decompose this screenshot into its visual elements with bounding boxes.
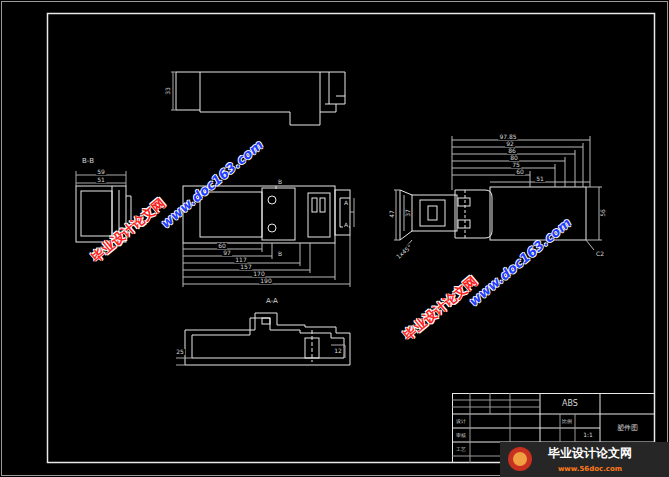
section-a-a <box>176 313 350 365</box>
material-text: ABS <box>561 400 579 408</box>
watermark: www.doc163.com <box>467 216 574 308</box>
section-mark: B <box>277 179 283 185</box>
title-cell: 比例 <box>561 419 573 424</box>
dimension-text: 51 <box>535 176 545 182</box>
dimension-text: 190 <box>259 278 272 284</box>
dimension-text: 60 <box>217 243 227 249</box>
title-cell: 设计 <box>455 419 467 424</box>
dimension-text: 12 <box>333 348 343 354</box>
dimension-text: 157 <box>239 264 252 270</box>
title-block <box>452 393 655 463</box>
section-mark: A <box>343 222 349 228</box>
dimension-text: 59 <box>96 169 106 175</box>
watermark: 毕业设计论文网 <box>89 196 167 264</box>
dimension-text: 97.85 <box>498 134 517 140</box>
dimension-text: 97 <box>222 250 232 256</box>
watermark: 毕业设计论文网 <box>401 274 479 342</box>
section-mark: B <box>277 251 283 257</box>
logo-text: www.56doc.com <box>558 466 622 473</box>
scale-value: 1:1 <box>582 432 594 438</box>
dimension-text: C2 <box>595 251 605 257</box>
logo-text: 毕业设计论文网 <box>548 447 632 459</box>
dimension-lines <box>394 136 602 250</box>
section-mark: A <box>343 200 349 206</box>
dimension-text: 33 <box>165 86 171 96</box>
drawing-frame <box>48 14 655 463</box>
section-label: B-B <box>81 158 95 165</box>
dimension-text: 51 <box>96 177 106 183</box>
dimension-text: 47 <box>389 209 395 219</box>
dimension-text: 117 <box>234 257 247 263</box>
logo-mark <box>513 452 527 466</box>
dimension-text: 56 <box>600 208 606 218</box>
dimension-lines <box>183 235 350 287</box>
dimension-text: 75 <box>511 162 521 168</box>
logo-panel <box>500 442 669 477</box>
dimension-text: 1x45° <box>394 243 413 260</box>
section-label: A-A <box>265 298 279 305</box>
title-cell: 工艺 <box>455 447 467 452</box>
title-cell: 审核 <box>455 433 467 438</box>
dimension-text: 170 <box>252 271 265 277</box>
dimension-text: 86 <box>507 148 517 154</box>
dimension-text: 25 <box>175 349 185 355</box>
watermark: www.doc163.com <box>159 138 266 230</box>
dimension-text: 37 <box>405 208 411 218</box>
logo-mark <box>508 447 532 471</box>
dimension-text: 80 <box>509 155 519 161</box>
drawing-name: 塑件图 <box>616 425 639 432</box>
dimension-text: 92 <box>505 141 515 147</box>
top-view <box>171 72 345 125</box>
dimension-text: 60 <box>515 169 525 175</box>
